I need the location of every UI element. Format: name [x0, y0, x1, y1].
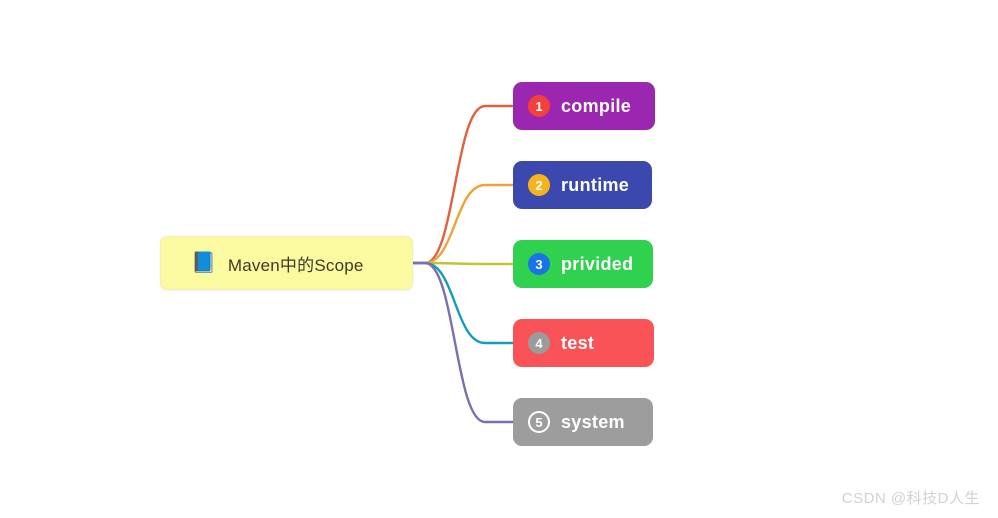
node-privided-label: privided [561, 253, 634, 274]
connector-runtime [411, 183, 515, 265]
root-node-label: Maven中的Scope [227, 255, 364, 275]
badge-number-5: 5 [528, 411, 550, 433]
node-test[interactable]: 4 test [513, 319, 654, 367]
node-compile-label: compile [561, 95, 632, 116]
node-runtime-label: runtime [561, 174, 630, 195]
connector-system [411, 261, 515, 424]
connector-compile [411, 104, 515, 265]
badge-number-2: 2 [528, 174, 550, 196]
node-runtime[interactable]: 2 runtime [513, 161, 652, 209]
root-node[interactable]: 📘 Maven中的Scope [160, 236, 413, 290]
node-test-label: test [561, 332, 595, 353]
computer-book-icon: 📘 [191, 252, 216, 274]
node-privided[interactable]: 3 privided [513, 240, 653, 288]
connector-test [411, 261, 515, 345]
badge-number-1: 1 [528, 95, 550, 117]
node-system[interactable]: 5 system [513, 398, 653, 446]
badge-number-4: 4 [528, 332, 550, 354]
watermark: CSDN @科技D人生 [841, 490, 980, 507]
connector-privided [411, 261, 515, 266]
node-system-label: system [561, 411, 625, 432]
node-compile[interactable]: 1 compile [513, 82, 655, 130]
badge-number-3: 3 [528, 253, 550, 275]
